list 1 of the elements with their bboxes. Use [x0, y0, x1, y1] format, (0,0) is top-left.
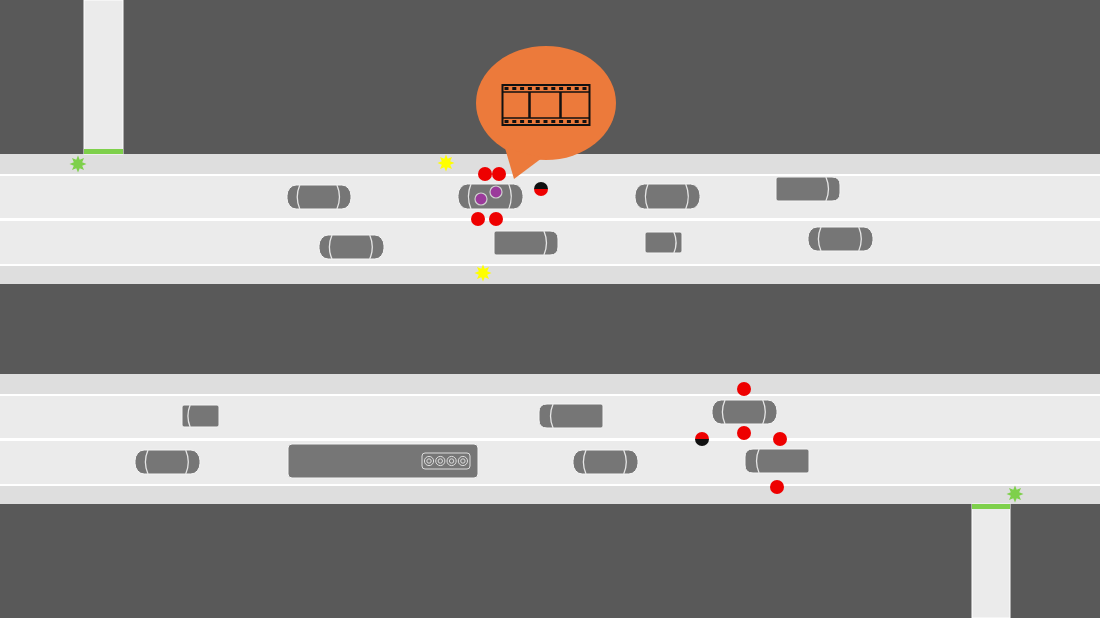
- speech-bubble: [476, 46, 616, 179]
